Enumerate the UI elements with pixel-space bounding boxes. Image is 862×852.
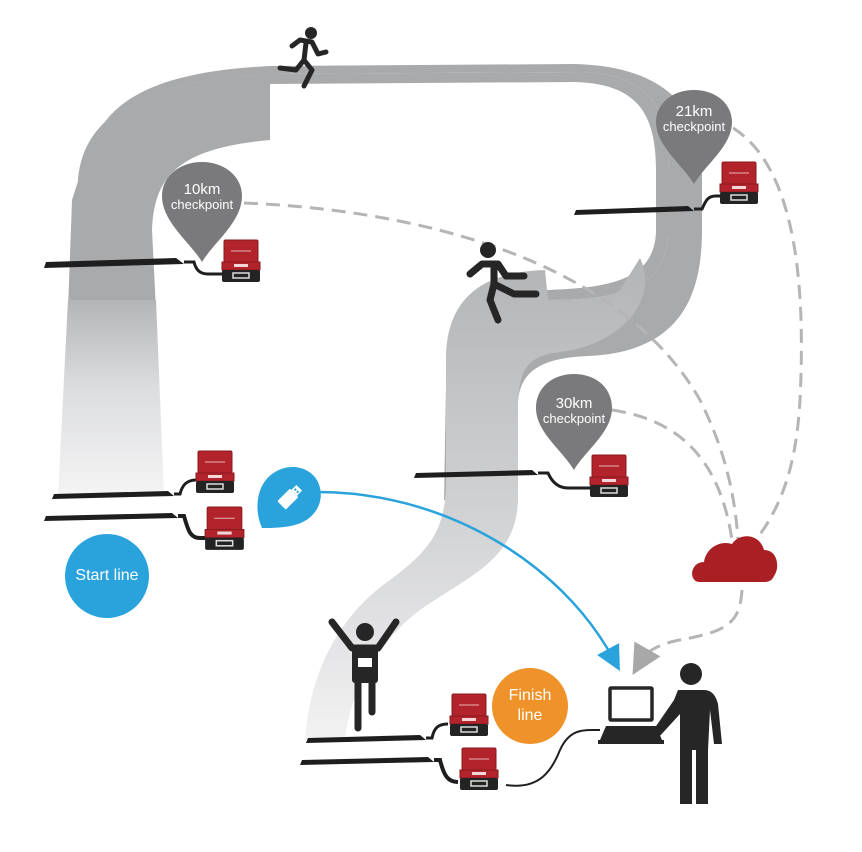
timing-mat-icon <box>52 491 174 499</box>
checkpoint-distance: 21km <box>675 103 713 120</box>
cable-to-laptop <box>505 728 601 787</box>
checkpoint-10km-station <box>44 239 261 283</box>
timing-case-icon <box>195 450 235 494</box>
road-left-fade <box>58 300 164 495</box>
timing-mat-icon <box>44 258 184 268</box>
map-pin-icon <box>162 162 242 262</box>
checkpoint-21km-station <box>574 161 759 215</box>
running-person-icon <box>466 242 540 324</box>
cable <box>538 471 590 490</box>
person-at-laptop-icon <box>652 663 722 804</box>
cable <box>178 514 206 540</box>
timing-case-icon <box>719 161 759 205</box>
start-line-label: Start line <box>65 534 149 618</box>
timing-case-icon <box>221 239 261 283</box>
checkpoint-distance: 30km <box>555 395 593 412</box>
road-left-leg-top <box>68 74 270 310</box>
checkpoint-text: checkpoint <box>170 197 234 213</box>
cloud-icon <box>692 536 778 582</box>
timing-mat-icon <box>414 470 538 478</box>
running-person-icon <box>277 27 329 89</box>
map-pin-icon <box>656 90 732 184</box>
start-line-circle <box>65 534 149 618</box>
link-30km-to-cloud <box>611 408 734 541</box>
checkpoint-10km-label: 10km checkpoint <box>162 181 242 213</box>
wireless-links <box>243 126 803 676</box>
road-arch-hole <box>152 138 625 500</box>
timing-mat-icon <box>306 735 426 743</box>
race-course-road <box>58 64 702 740</box>
timing-mat-icon <box>574 206 694 215</box>
finish-line-text-2: line <box>517 707 543 724</box>
timing-mat-icon <box>44 513 178 521</box>
usb-pin <box>257 467 321 528</box>
finisher-arms-up-icon <box>328 618 400 732</box>
timing-mat-icon <box>300 757 434 765</box>
checkpoint-30km-label: 30km checkpoint <box>534 395 614 427</box>
checkpoint-30km-station <box>414 454 629 498</box>
timing-case-icon <box>449 693 489 737</box>
pin-30km <box>536 374 612 470</box>
finish-line-circle <box>492 668 568 744</box>
cable <box>174 478 197 496</box>
start-line-text: Start line <box>75 567 139 584</box>
start-line-stations <box>44 450 245 551</box>
checkpoint-text: checkpoint <box>662 119 726 135</box>
link-21km-to-cloud <box>732 126 803 546</box>
link-10km-to-cloud <box>243 201 740 541</box>
cable <box>184 260 224 276</box>
checkpoint-distance: 10km <box>183 181 221 198</box>
timing-case-icon <box>459 747 499 791</box>
usb-drive-icon <box>277 484 303 510</box>
cable <box>426 722 449 740</box>
timing-case-icon <box>204 506 245 551</box>
cable <box>694 194 722 211</box>
finish-line-stations <box>300 693 601 791</box>
map-pin-icon <box>536 374 612 470</box>
laptop-icon <box>598 686 664 744</box>
finish-line-text-1: Finish <box>508 687 552 704</box>
road-finish-leg <box>305 258 646 740</box>
checkpoint-21km-label: 21km checkpoint <box>654 103 734 135</box>
pin-10km <box>162 162 242 262</box>
usb-transfer-arrow <box>311 490 620 671</box>
pin-21km <box>656 90 732 184</box>
timing-case-icon <box>589 454 629 498</box>
checkpoint-text: checkpoint <box>542 411 606 427</box>
finish-line-label: Finish line <box>492 668 568 744</box>
link-cloud-to-laptop <box>632 589 744 676</box>
cable <box>434 758 459 784</box>
